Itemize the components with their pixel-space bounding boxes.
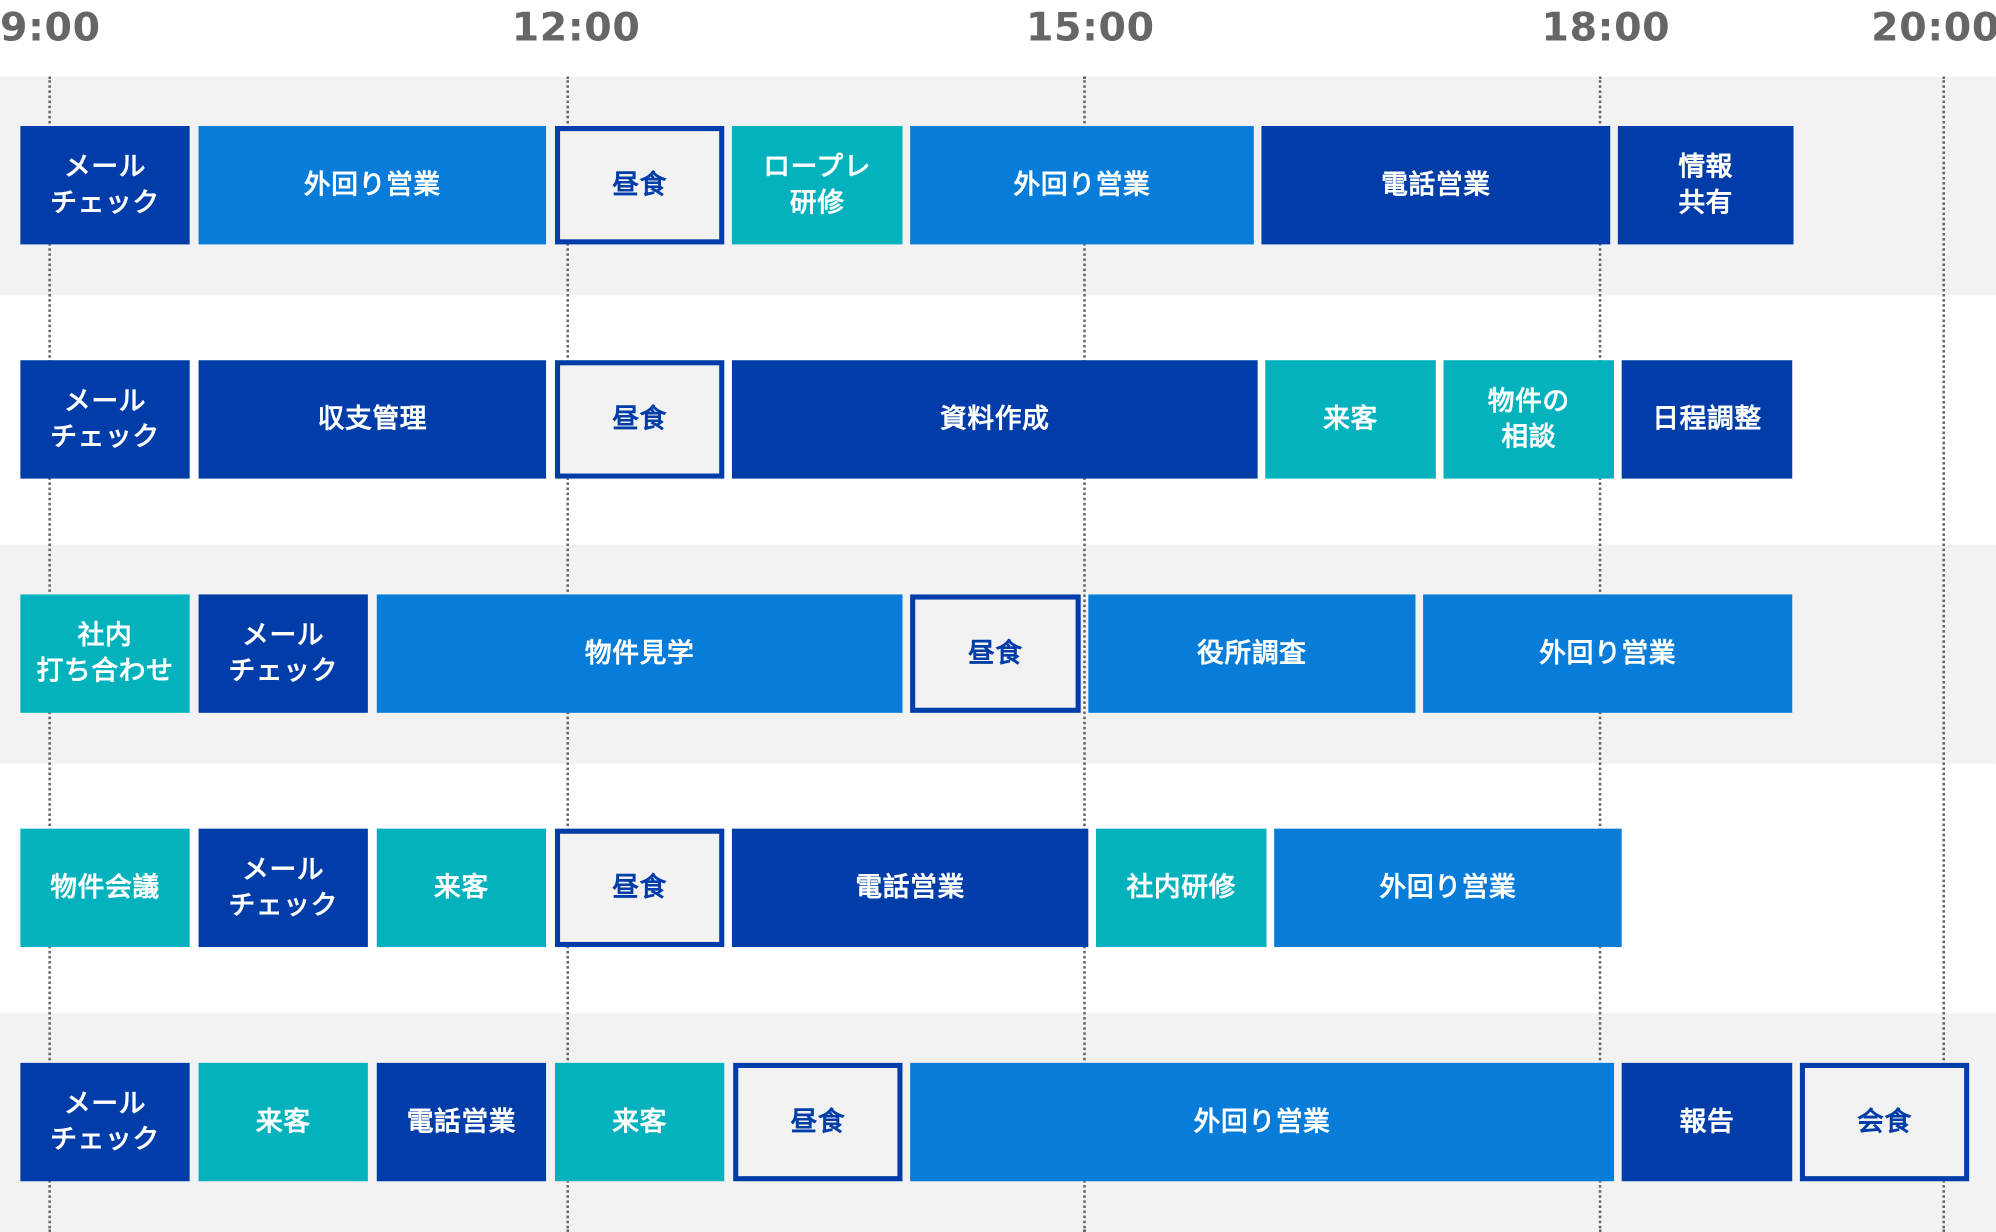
block-field-sales: 外回り営業 <box>910 126 1254 245</box>
gridline-15 <box>1083 76 1086 1232</box>
gridline-20 <box>1942 76 1945 1232</box>
block-mail-check: メール チェック <box>20 1062 190 1182</box>
block-document-creation: 資料作成 <box>731 360 1258 479</box>
block-dinner: 会食 <box>1799 1062 1970 1182</box>
block-field-sales: 外回り営業 <box>198 126 547 245</box>
time-label-15: 15:00 <box>1025 5 1155 51</box>
block-property-consultation: 物件の 相談 <box>1443 360 1615 479</box>
block-internal-training: 社内研修 <box>1095 828 1267 948</box>
block-field-sales: 外回り営業 <box>910 1062 1615 1182</box>
block-visitor: 来客 <box>1265 360 1436 479</box>
block-property-viewing: 物件見学 <box>376 594 903 713</box>
block-lunch: 昼食 <box>554 828 725 948</box>
block-lunch: 昼食 <box>910 594 1081 713</box>
block-mail-check: メール チェック <box>198 828 368 948</box>
block-visitor: 来客 <box>198 1062 368 1182</box>
block-lunch: 昼食 <box>554 126 725 245</box>
block-city-office-research: 役所調査 <box>1088 594 1416 713</box>
block-property-meeting: 物件会議 <box>20 828 190 948</box>
block-report: 報告 <box>1621 1062 1793 1182</box>
block-phone-sales: 電話営業 <box>731 828 1089 948</box>
block-lunch: 昼食 <box>733 1062 903 1182</box>
block-visitor: 来客 <box>554 1062 725 1182</box>
block-phone-sales: 電話営業 <box>376 1062 547 1182</box>
time-label-9: 9:00 <box>0 5 101 51</box>
block-phone-sales: 電話営業 <box>1261 126 1611 245</box>
block-scheduling: 日程調整 <box>1621 360 1793 479</box>
block-field-sales: 外回り営業 <box>1423 594 1793 713</box>
time-label-20: 20:00 <box>1871 5 1996 51</box>
block-mail-check: メール チェック <box>20 126 190 245</box>
time-label-18: 18:00 <box>1541 5 1671 51</box>
time-label-12: 12:00 <box>511 5 641 51</box>
block-lunch: 昼食 <box>554 360 725 479</box>
block-visitor: 来客 <box>376 828 547 948</box>
block-internal-meeting: 社内 打ち合わせ <box>20 594 190 713</box>
block-info-sharing: 情報 共有 <box>1617 126 1794 245</box>
block-mail-check: メール チェック <box>198 594 368 713</box>
block-mail-check: メール チェック <box>20 360 190 479</box>
block-budget-management: 収支管理 <box>198 360 547 479</box>
block-roleplay-training: ロープレ 研修 <box>731 126 903 245</box>
block-field-sales: 外回り営業 <box>1274 828 1622 948</box>
